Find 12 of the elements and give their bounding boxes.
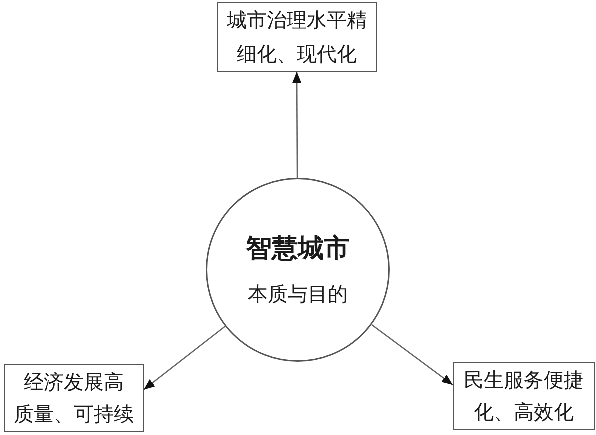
title-text: 智慧城市 [246, 234, 350, 264]
box-text: 经济发展高质量、可持续 [13, 369, 135, 428]
arrow [371, 324, 454, 386]
text-box [217, 2, 377, 72]
text-box [4, 364, 144, 432]
circle-node [206, 178, 390, 362]
subtitle-text: 本质与目的 [248, 282, 348, 306]
box-text: 民生服务便捷化、高效化 [463, 367, 585, 426]
text-box [453, 362, 595, 430]
arrow [144, 326, 226, 390]
arrow [292, 72, 302, 178]
box-text: 城市治理水平精细化、现代化 [226, 7, 368, 68]
